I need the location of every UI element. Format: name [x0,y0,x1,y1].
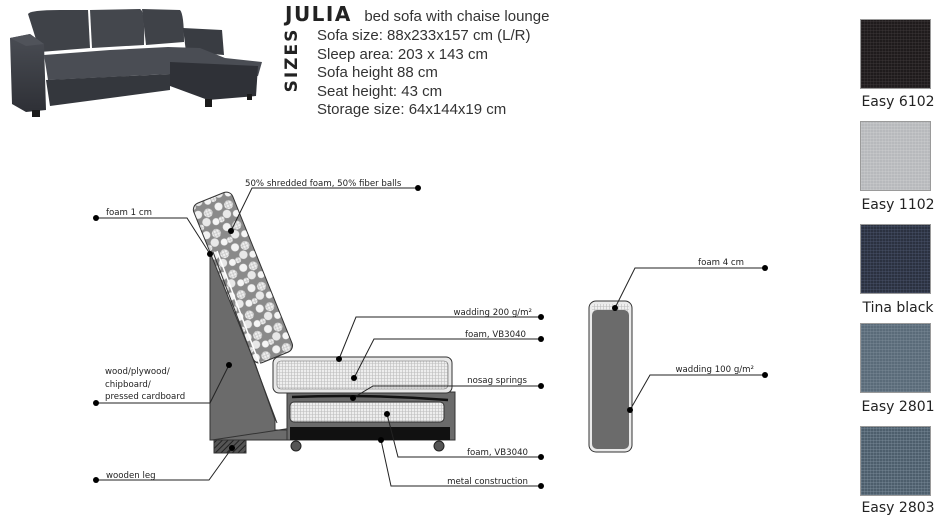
label-backrest-fill: 50% shredded foam, 50% fiber balls [245,179,402,189]
leader-dots [93,185,768,489]
label-wadding-200: wadding 200 g/m² [453,308,532,318]
nosag-springs [291,394,449,402]
label-arm-foam: foam 4 cm [698,258,744,268]
fabric-swatch-easy-6102[interactable] [860,19,931,89]
product-name: JULIA [285,2,352,26]
label-frame-2: chipboard/ [105,380,151,390]
metal-construction [290,427,450,440]
spec-sofa-size: Sofa size: 88x233x157 cm (L/R) [317,27,531,44]
construction-diagram: 50% shredded foam, 50% fiber balls foam … [93,179,768,489]
fabric-swatch-easy-1102[interactable] [860,121,931,191]
bed-foam [289,401,445,423]
spec-seat-height: Seat height: 43 cm [317,82,443,100]
frame-brace [211,427,293,441]
product-photo [10,9,262,117]
fabric-swatch-easy-2801[interactable] [860,323,931,393]
fabric-label: Easy 6102 [861,94,935,110]
armrest-section [588,300,633,453]
label-metal: metal construction [447,477,528,487]
fabric-label: Tina black [862,300,934,316]
sofa-illustration [10,9,262,117]
spec-sleep-area: Sleep area: 203 x 143 cm [317,45,488,63]
label-frame-3: pressed cardboard [105,392,185,402]
product-subtitle: bed sofa with chaise lounge [364,8,550,25]
label-arm-wadding: wadding 100 g/m² [675,365,754,375]
spec-storage-size: Storage size: 64x144x19 cm [317,101,507,119]
size-specs: Sofa size: 88x233x157 cm (L/R) Sleep are… [317,27,530,120]
fabric-label: Easy 2801 [861,399,935,415]
label-foam-1cm: foam 1 cm [106,208,152,218]
label-foam-bed: foam, VB3040 [467,448,528,458]
sizes-heading: SIZES [280,27,304,93]
seat-cushion-foam [276,360,449,390]
fabric-label: Easy 2803 [861,500,935,516]
label-frame-1: wood/plywood/ [105,367,170,377]
label-nosag: nosag springs [467,376,527,386]
wheel [290,440,302,452]
wheel [433,440,445,452]
sizes-heading-text: SIZES [282,27,302,93]
backrest-cushion [192,191,294,364]
product-title: JULIA bed sofa with chaise lounge [285,2,549,26]
label-foam-seat: foam, VB3040 [465,330,526,340]
leader-lines [96,187,765,487]
fabric-label: Easy 1102 [861,197,935,213]
fabric-swatch-tina-black[interactable] [860,224,931,294]
spec-sofa-height: Sofa height 88 cm [317,64,438,82]
fabric-swatch-easy-2803[interactable] [860,426,931,496]
label-wooden-leg: wooden leg [106,471,156,481]
